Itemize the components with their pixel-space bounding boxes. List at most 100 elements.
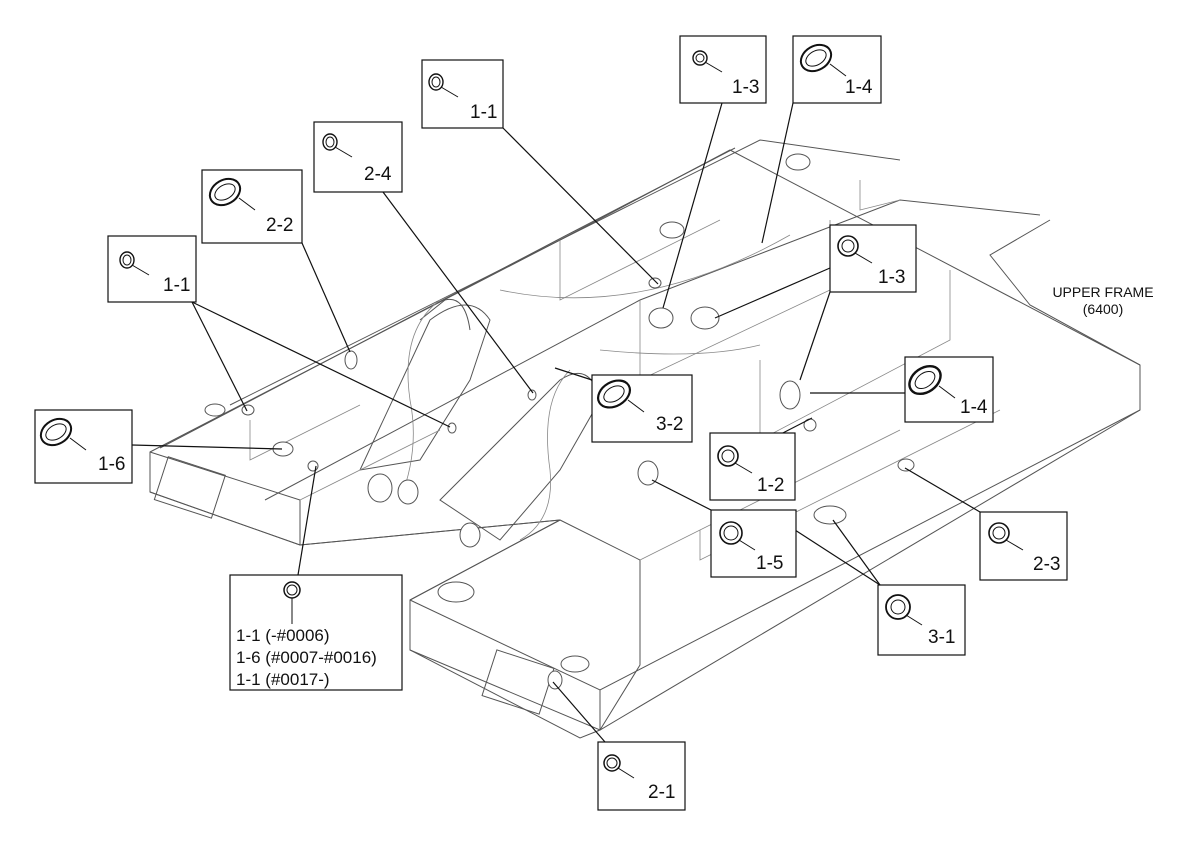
hole bbox=[690, 306, 720, 330]
callout-2-2[interactable]: 2-2 bbox=[201, 169, 303, 244]
cross-member-1 bbox=[639, 220, 831, 381]
leader-line bbox=[651, 479, 712, 511]
callout-1-3-top[interactable]: 1-3 bbox=[679, 35, 767, 104]
center-rail bbox=[264, 199, 1041, 501]
hole bbox=[459, 522, 481, 548]
cross-member-6 bbox=[699, 409, 1001, 561]
callout-label: 3-2 bbox=[656, 414, 683, 435]
diagram-subtitle: (6400) bbox=[1083, 301, 1123, 317]
oval-grommet-icon bbox=[597, 379, 645, 413]
leader-line bbox=[301, 242, 351, 353]
round-grommet-icon bbox=[603, 754, 635, 779]
left-end-face bbox=[149, 451, 301, 545]
hole bbox=[779, 380, 801, 410]
callout-label: 1-3 bbox=[878, 267, 905, 288]
diagram-title: UPPER FRAME bbox=[1052, 284, 1153, 300]
left-rail-top bbox=[159, 147, 736, 449]
upper-frame-drawing bbox=[149, 139, 1141, 739]
leader-line bbox=[761, 102, 794, 244]
callout-label: 3-1 bbox=[928, 627, 955, 648]
leader-line bbox=[662, 102, 723, 309]
leader-line bbox=[552, 681, 606, 743]
round-grommet-icon bbox=[885, 594, 923, 626]
hose-2 bbox=[599, 344, 761, 355]
leader-line bbox=[297, 465, 317, 576]
hole bbox=[813, 505, 847, 525]
callout-2-1[interactable]: 2-1 bbox=[597, 741, 686, 811]
hole bbox=[897, 458, 915, 472]
hole bbox=[344, 350, 358, 370]
round-grommet-icon bbox=[719, 521, 756, 551]
hole bbox=[659, 221, 685, 239]
leader-line bbox=[191, 301, 451, 428]
rear-slot bbox=[153, 456, 226, 519]
callout-1-1-left[interactable]: 1-1 bbox=[107, 235, 197, 303]
cross-member-5 bbox=[859, 180, 901, 211]
leader-line bbox=[191, 301, 248, 412]
callout-multi-serial[interactable]: 1-1 (-#0006) 1-6 (#0007-#0016) 1-1 (#001… bbox=[229, 574, 403, 691]
callout-label: 1-6 bbox=[98, 454, 125, 475]
callout-1-4-right[interactable]: 1-4 bbox=[904, 356, 994, 423]
oval-grommet-icon bbox=[908, 364, 956, 399]
leader-line bbox=[832, 519, 881, 586]
callout-label: 1-4 bbox=[960, 397, 988, 418]
callout-label: 2-3 bbox=[1033, 554, 1060, 575]
callout-label: 1-3 bbox=[732, 77, 759, 98]
hole bbox=[447, 422, 457, 434]
boom-plate-right bbox=[439, 372, 601, 541]
hose-4 bbox=[519, 369, 571, 541]
hose-1 bbox=[499, 234, 791, 299]
hole bbox=[307, 460, 319, 472]
leader-line bbox=[502, 127, 659, 285]
round-grommet-icon bbox=[692, 50, 723, 73]
callout-label: 1-1 bbox=[470, 102, 497, 123]
hole bbox=[437, 581, 475, 603]
callout-3-1[interactable]: 3-1 bbox=[877, 584, 966, 656]
serial-range-line: 1-6 (#0007-#0016) bbox=[236, 648, 377, 667]
callout-label: 2-1 bbox=[648, 782, 675, 803]
oval-grommet-icon bbox=[39, 417, 87, 451]
callout-1-5[interactable]: 1-5 bbox=[710, 509, 797, 578]
callout-3-2[interactable]: 3-2 bbox=[591, 374, 693, 443]
hole bbox=[637, 460, 659, 486]
callout-1-4-top[interactable]: 1-4 bbox=[792, 35, 882, 104]
callout-label: 1-1 bbox=[163, 275, 190, 296]
oval-grommet-icon bbox=[799, 43, 847, 77]
leader-line bbox=[382, 191, 534, 394]
left-rail-inner bbox=[229, 139, 901, 406]
callout-label: 2-4 bbox=[364, 164, 392, 185]
serial-range-line: 1-1 (-#0006) bbox=[236, 626, 330, 645]
callout-label: 1-4 bbox=[845, 77, 873, 98]
hole bbox=[241, 404, 255, 416]
round-grommet-icon bbox=[717, 445, 753, 474]
leader-line bbox=[794, 529, 881, 586]
leader-line bbox=[799, 291, 831, 381]
round-grommet-icon bbox=[283, 581, 301, 624]
hole bbox=[785, 153, 811, 171]
cross-member-4 bbox=[249, 404, 361, 461]
callout-1-6[interactable]: 1-6 bbox=[34, 409, 133, 484]
round-grommet-icon bbox=[322, 133, 353, 158]
serial-range-line: 1-1 (#0017-) bbox=[236, 670, 330, 689]
hole bbox=[527, 389, 537, 401]
hole bbox=[547, 670, 563, 690]
callout-1-3-right[interactable]: 1-3 bbox=[829, 224, 917, 293]
boom-plate-detail bbox=[419, 298, 471, 331]
floor-line-2 bbox=[299, 429, 441, 501]
oval-grommet-icon bbox=[208, 177, 256, 211]
hole bbox=[397, 479, 419, 505]
round-grommet-icon bbox=[119, 251, 150, 276]
leader-line bbox=[904, 467, 981, 513]
round-grommet-icon bbox=[837, 235, 873, 264]
cross-member-2 bbox=[759, 270, 951, 441]
callout-1-2[interactable]: 1-2 bbox=[709, 432, 796, 501]
hose-3 bbox=[399, 299, 441, 501]
cross-member-3 bbox=[559, 219, 721, 301]
front-block bbox=[409, 519, 641, 731]
hole bbox=[648, 277, 662, 289]
hole bbox=[648, 307, 674, 329]
callout-2-3[interactable]: 2-3 bbox=[979, 511, 1068, 581]
callout-1-1-top[interactable]: 1-1 bbox=[421, 59, 504, 129]
callout-2-4[interactable]: 2-4 bbox=[313, 121, 403, 193]
